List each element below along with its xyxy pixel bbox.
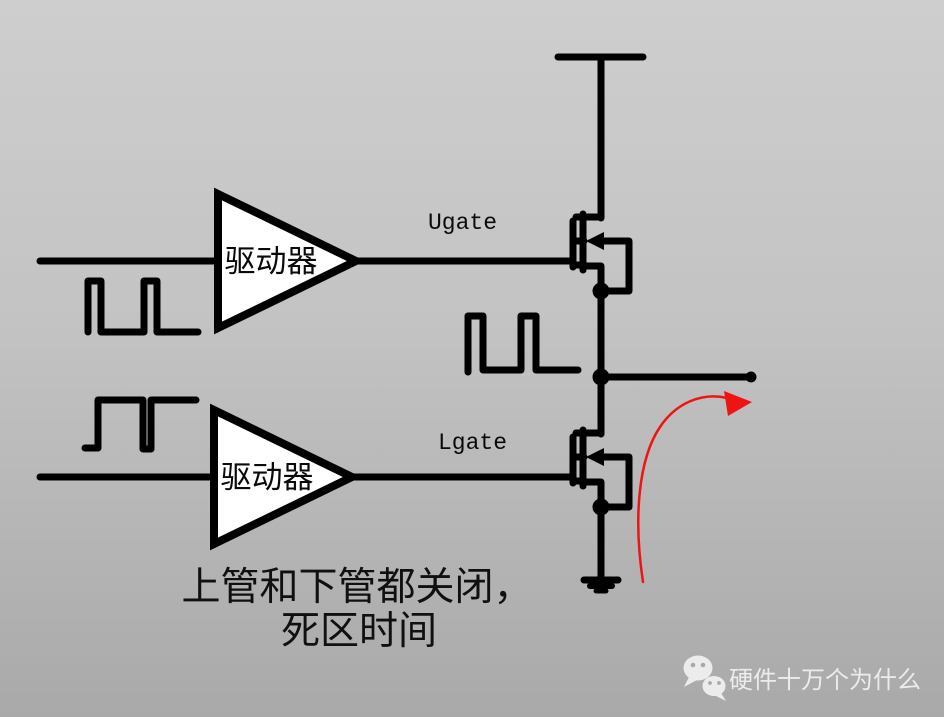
upper-driver-label: 驱动器 [225,244,318,280]
phase-output-endcap [745,371,757,383]
watermark: 硬件十万个为什么 [683,655,921,701]
lower-driver-triangle [210,403,362,551]
lower-driver-label: 驱动器 [221,460,314,496]
upper-driver-triangle [214,187,366,335]
current-arrow-curve [637,395,729,584]
caption-line-1: 上管和下管都关闭， [181,565,532,610]
upper-mosfet-body-loop [596,237,633,295]
upper-mosfet-body-arrow [586,232,604,250]
lower-driver: 驱动器 [36,403,576,551]
ground-symbol [580,503,622,594]
lower-input-waveform [81,396,200,453]
lower-mosfet-body-arrow [586,448,604,466]
ugate-label: Ugate [428,210,497,236]
phase-waveform [464,312,582,376]
upper-input-waveform [84,277,202,336]
upper-driver: 驱动器 [36,187,576,335]
supply-rail [554,53,647,222]
phase-node [592,287,757,438]
wechat-icon [683,655,726,701]
caption: 上管和下管都关闭， 死区时间 [181,565,532,654]
caption-line-2: 死区时间 [281,609,437,654]
current-flow-arrow [637,391,752,584]
lower-mosfet [569,426,633,516]
upper-mosfet [569,210,633,300]
current-arrowhead [724,391,752,416]
lgate-label: Lgate [438,430,507,456]
watermark-text: 硬件十万个为什么 [729,666,921,694]
lower-mosfet-body-loop [596,453,633,511]
